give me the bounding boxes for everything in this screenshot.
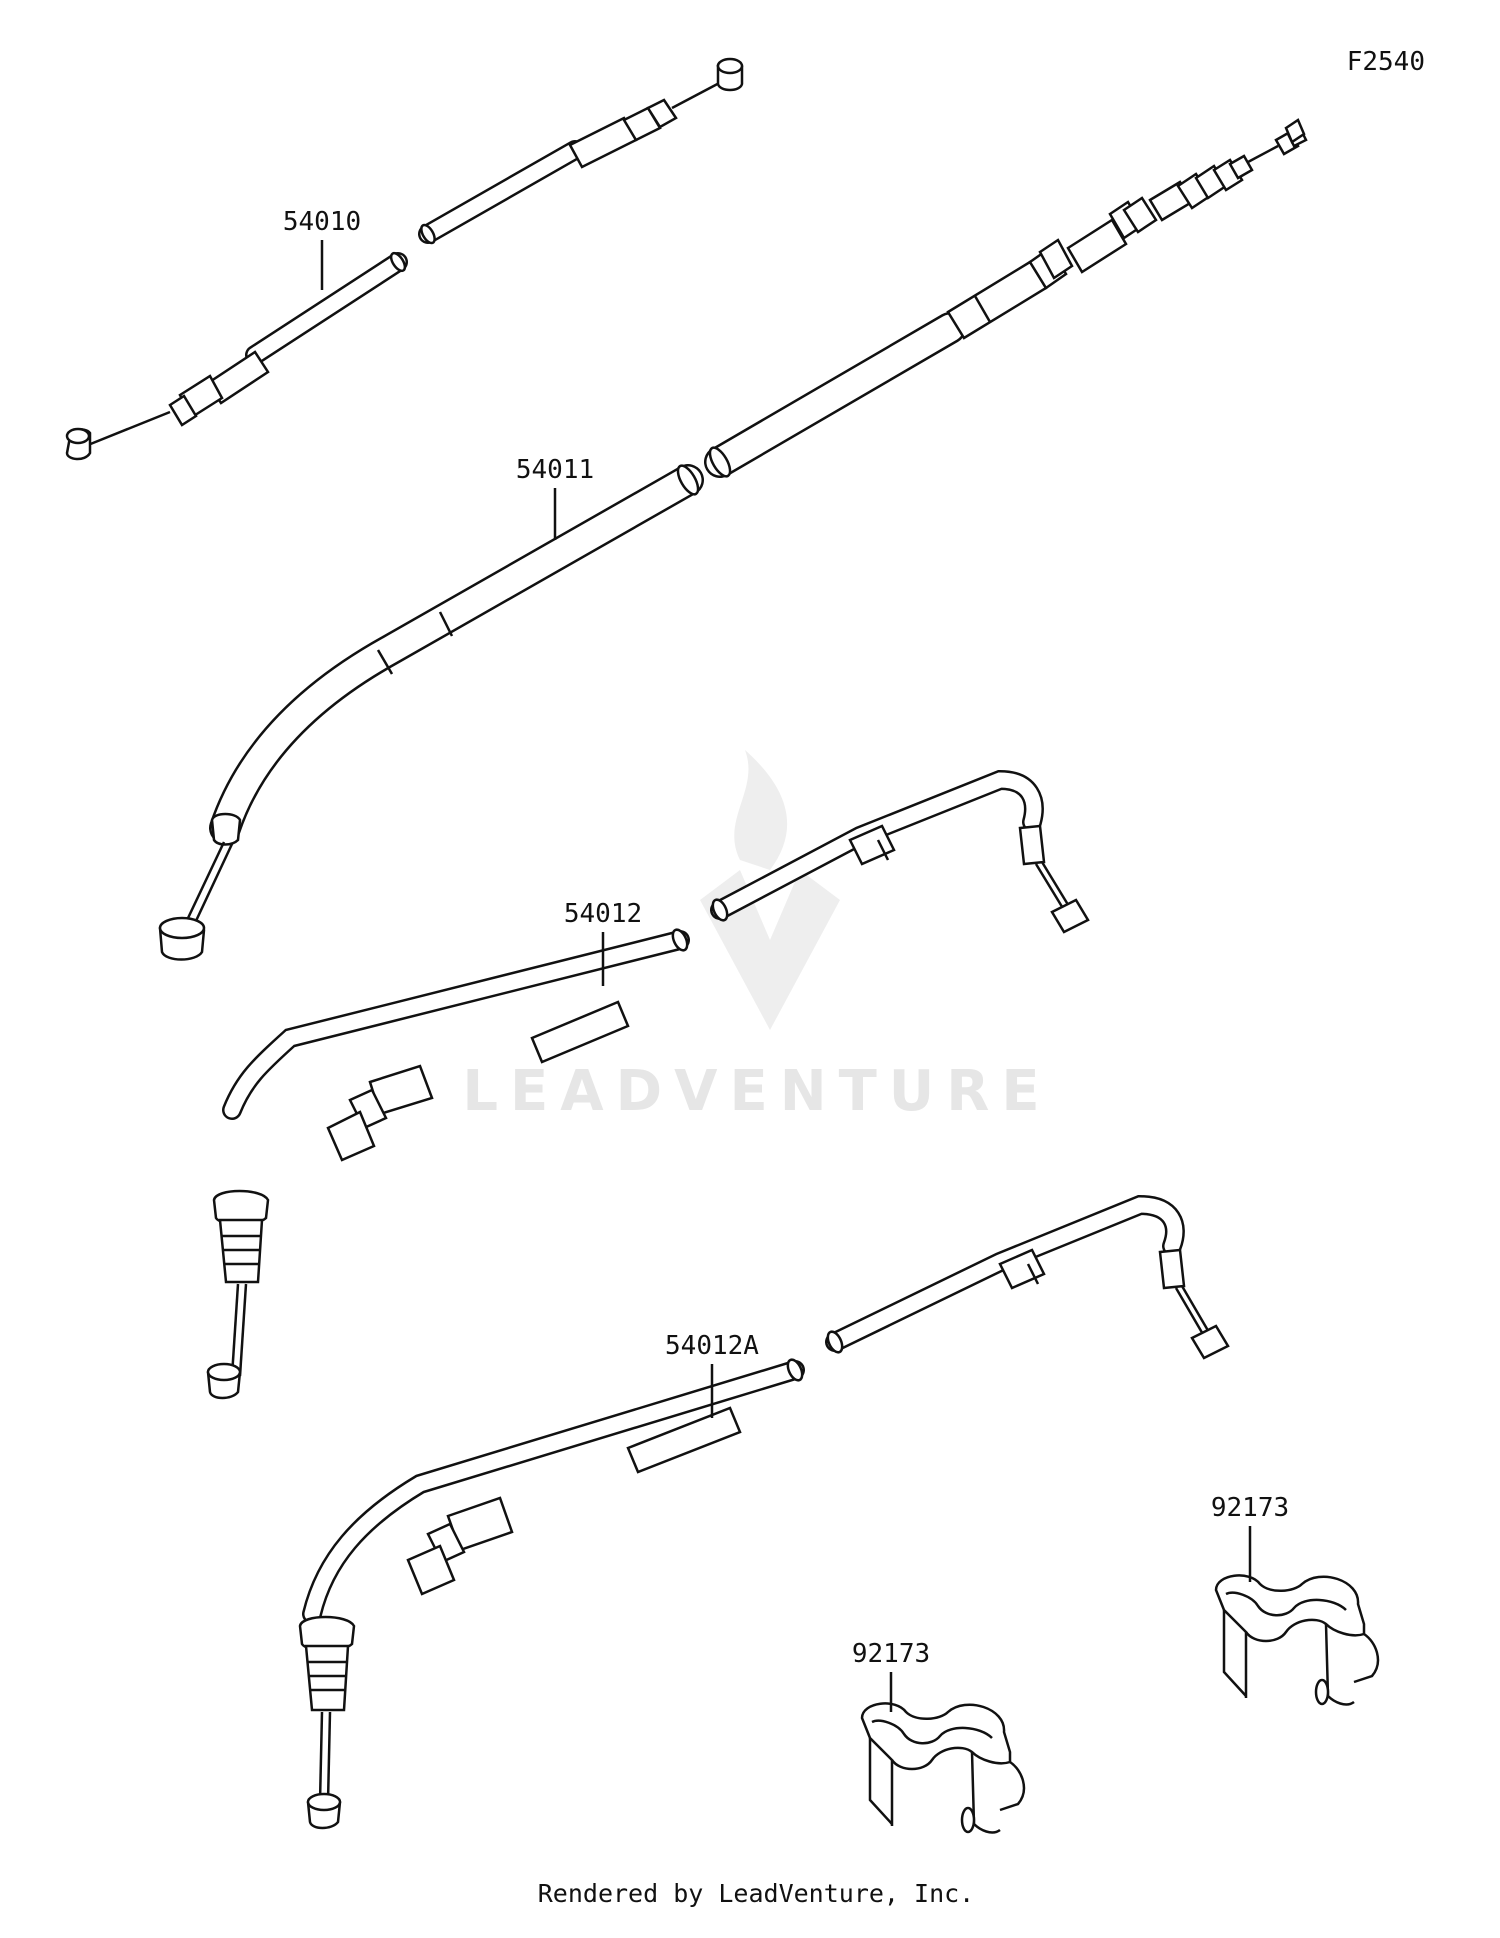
callout-92173-right-label: 92173 xyxy=(1211,1493,1289,1523)
callout-54012a: 54012A xyxy=(665,1331,759,1418)
callout-54012: 54012 xyxy=(564,899,642,986)
callout-54010-label: 54010 xyxy=(283,207,361,237)
callout-92173-left-label: 92173 xyxy=(852,1639,930,1669)
cable-54012a-upper-end-icon xyxy=(1190,1324,1230,1360)
cable-54010 xyxy=(65,57,744,461)
callout-92173-left: 92173 xyxy=(852,1639,930,1712)
cable-54011-upper-adjuster xyxy=(946,260,1048,340)
cable-54011-upper-end-icon xyxy=(1284,118,1306,144)
cable-54012-upper-end-icon xyxy=(1050,898,1090,934)
footer-credit: Rendered by LeadVenture, Inc. xyxy=(538,1879,975,1908)
callout-54012-label: 54012 xyxy=(564,899,642,929)
watermark-logo-icon xyxy=(700,750,840,1030)
callout-54011-label: 54011 xyxy=(516,455,594,485)
cable-54012a xyxy=(298,1194,1230,1830)
callout-54010: 54010 xyxy=(283,207,361,290)
cable-54012 xyxy=(206,769,1090,1400)
cable-54011 xyxy=(158,118,1308,961)
watermark: LEADVENTURE xyxy=(462,750,1051,1124)
watermark-text: LEADVENTURE xyxy=(462,1059,1051,1124)
callout-54012a-label: 54012A xyxy=(665,1331,759,1361)
callout-54011: 54011 xyxy=(516,455,594,540)
callout-92173-right: 92173 xyxy=(1211,1493,1289,1582)
clamp-92173-right-body xyxy=(1214,1574,1366,1643)
clamp-92173-left xyxy=(860,1702,1026,1834)
clamp-92173-right xyxy=(1214,1574,1380,1706)
figure-code: F2540 xyxy=(1347,47,1425,77)
cable-54012a-housing-lower xyxy=(302,1360,805,1624)
clamp-92173-left-body xyxy=(860,1702,1012,1771)
